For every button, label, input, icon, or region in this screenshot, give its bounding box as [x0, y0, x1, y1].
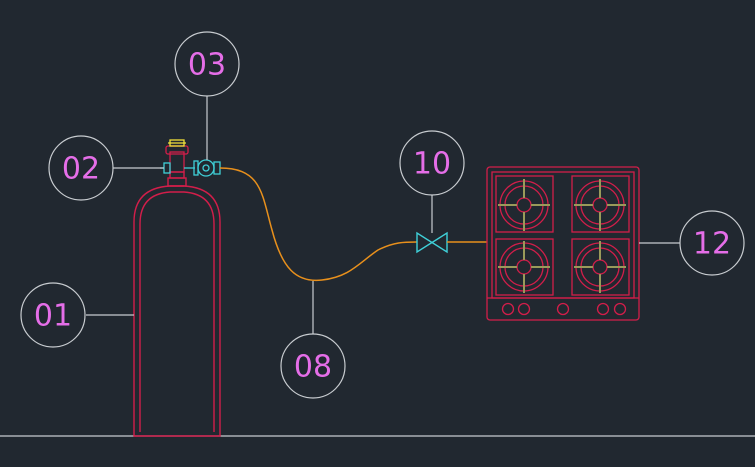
callout-circle-12 — [679, 210, 745, 276]
callout-circle-08 — [280, 333, 346, 399]
callout-circle-03 — [174, 31, 240, 97]
burner-bottom-right — [574, 241, 626, 293]
regulator — [184, 159, 221, 177]
cylinder-valve — [160, 139, 189, 174]
callout-label-01: 01 — [34, 299, 72, 334]
gas-cylinder — [133, 171, 221, 437]
callout-label-02: 02 — [62, 152, 100, 187]
callout-circle-02 — [48, 135, 114, 201]
callout-circle-10 — [399, 130, 465, 196]
callout-label-03: 03 — [188, 48, 226, 83]
burner-top-left — [498, 179, 550, 231]
callout-label-12: 12 — [693, 227, 731, 262]
shutoff-valve — [416, 231, 448, 254]
burner-bottom-left — [498, 241, 550, 293]
gas-stove — [486, 166, 640, 321]
callout-label-10: 10 — [413, 147, 451, 182]
callout-label-08: 08 — [294, 350, 332, 385]
gas-hose — [219, 167, 418, 282]
burner-top-right — [574, 179, 626, 231]
callout-circle-01 — [20, 282, 86, 348]
